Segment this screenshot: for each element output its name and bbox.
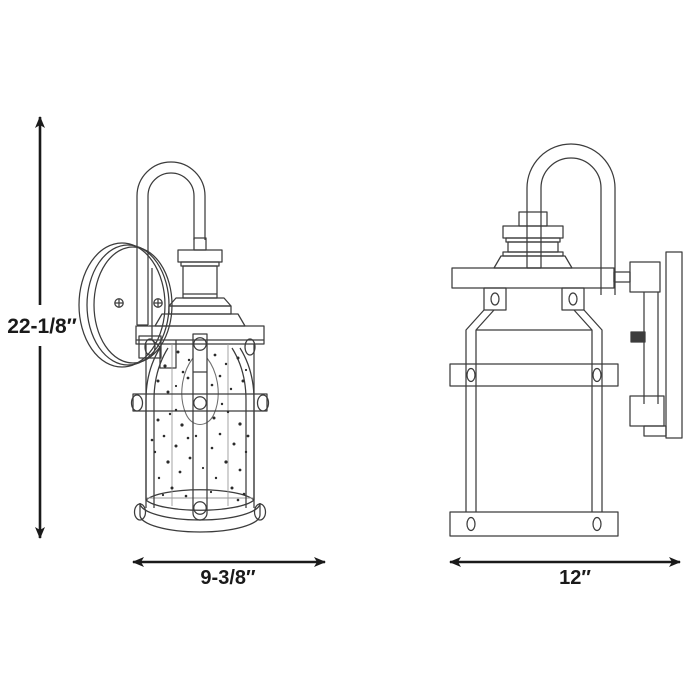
gooseneck-arm xyxy=(136,161,206,326)
wall-backplate xyxy=(665,251,683,439)
horizontal-cage-band xyxy=(132,393,268,412)
cage-frame xyxy=(465,309,603,512)
height-dimension: 22-1/8″ xyxy=(7,116,77,539)
wiring-box xyxy=(138,268,177,369)
front-width-dimension-label: 9-3/8″ xyxy=(200,567,256,589)
front-elevation-view xyxy=(78,161,270,533)
bulb-silhouette xyxy=(181,344,219,426)
side-depth-dimension: 12″ xyxy=(449,557,681,589)
glass-panel-edges xyxy=(146,344,254,506)
bottom-rim xyxy=(139,502,261,533)
finial-cap xyxy=(502,211,564,243)
upper-cage-mounts xyxy=(483,287,585,311)
bottom-plate xyxy=(449,511,619,537)
finial-cap xyxy=(177,237,223,267)
side-depth-dimension-label: 12″ xyxy=(559,567,591,589)
mounting-bracket xyxy=(613,261,667,437)
front-width-dimension: 9-3/8″ xyxy=(132,557,326,589)
side-elevation-view xyxy=(449,143,683,537)
set-screw xyxy=(630,331,646,343)
top-flange xyxy=(135,325,265,345)
height-dimension-label: 22-1/8″ xyxy=(7,315,77,338)
seeded-glass-cylinder xyxy=(145,344,255,511)
round-wall-plate xyxy=(78,242,173,368)
seeded-glass-speckles xyxy=(150,350,250,502)
horizontal-cage-band xyxy=(449,363,619,387)
side-cage-rails xyxy=(145,347,255,508)
